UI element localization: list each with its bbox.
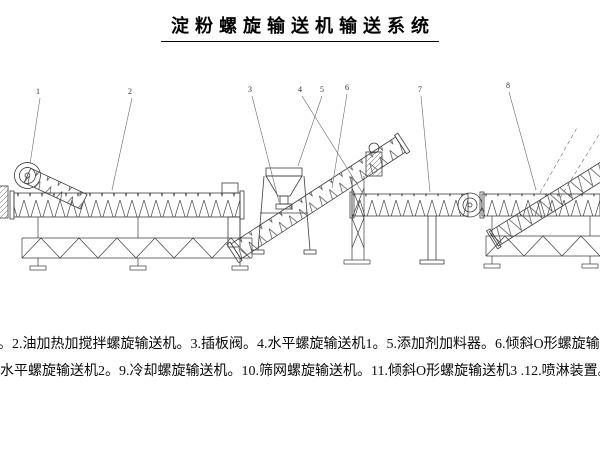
base-pad <box>483 263 501 269</box>
screw-tube <box>351 193 469 217</box>
callout-label: 2 <box>128 87 132 96</box>
horizontal-screw-conveyor-1 <box>349 191 483 265</box>
drive-unit <box>0 185 9 219</box>
base-pad <box>231 265 249 271</box>
truss-diagonals <box>21 237 253 259</box>
drive-motor <box>365 142 383 177</box>
base-pad <box>419 259 445 265</box>
callout-label: 8 <box>506 81 510 90</box>
flange <box>479 191 485 219</box>
leader-line <box>29 97 41 165</box>
callout-label: 1 <box>36 87 40 96</box>
title-block: 淀粉螺旋输送机输送系统 <box>0 12 600 42</box>
callout-label: 6 <box>345 83 349 92</box>
callout-label: 4 <box>298 85 302 94</box>
hopper-spout <box>279 195 289 205</box>
inlet-box <box>221 182 239 194</box>
inclined-screw-conveyor-2 <box>486 151 600 250</box>
conveyor-system-diagram: 1 2 3 4 5 6 7 8 <box>0 81 600 271</box>
support-leg <box>427 216 437 260</box>
callouts <box>29 91 537 203</box>
legend-line-2: 水平螺旋输送机2。9.冷却螺旋输送机。10.筛网螺旋输送机。11.倾斜O形螺旋输… <box>0 364 600 379</box>
drawing-title: 淀粉螺旋输送机输送系统 <box>161 12 439 42</box>
flange <box>393 132 411 155</box>
legs <box>37 258 241 266</box>
base-pad <box>29 265 47 271</box>
leader-line <box>297 95 323 167</box>
leader-line <box>508 91 537 191</box>
flange <box>9 190 15 220</box>
legs <box>491 216 591 264</box>
flange <box>239 190 245 220</box>
leader-lines-right <box>539 125 600 199</box>
leader-line <box>111 97 133 191</box>
leader-line <box>301 95 363 193</box>
leader-line <box>420 95 431 193</box>
flange <box>349 191 355 219</box>
end-flange-disc <box>14 162 41 189</box>
leader-line <box>251 95 280 203</box>
screw-tube <box>13 192 241 218</box>
leader-line <box>331 93 348 189</box>
legend-line-1: 1。2.油加热加搅拌螺旋输送机。3.插板阀。4.水平螺旋输送机1。5.添加剂加料… <box>0 337 600 352</box>
screw-tube <box>488 151 600 247</box>
callout-numbers: 1 2 3 4 5 6 7 8 <box>36 81 510 96</box>
base-pad <box>129 265 147 271</box>
support-truss-left <box>21 217 253 271</box>
posts <box>37 217 241 238</box>
callout-label: 7 <box>418 85 422 94</box>
base-pad <box>303 249 317 255</box>
flange <box>486 228 502 250</box>
hopper-funnel <box>265 175 303 197</box>
mixing-screw-conveyor <box>0 162 245 220</box>
callout-label: 3 <box>248 85 252 94</box>
callout-label: 5 <box>320 85 324 94</box>
base-pad <box>581 263 599 269</box>
inclined-screw-conveyor-1 <box>226 132 411 264</box>
legend-caption: 1。2.油加热加搅拌螺旋输送机。3.插板阀。4.水平螺旋输送机1。5.添加剂加料… <box>0 331 600 385</box>
flange <box>226 241 243 264</box>
base-pad <box>343 259 371 265</box>
